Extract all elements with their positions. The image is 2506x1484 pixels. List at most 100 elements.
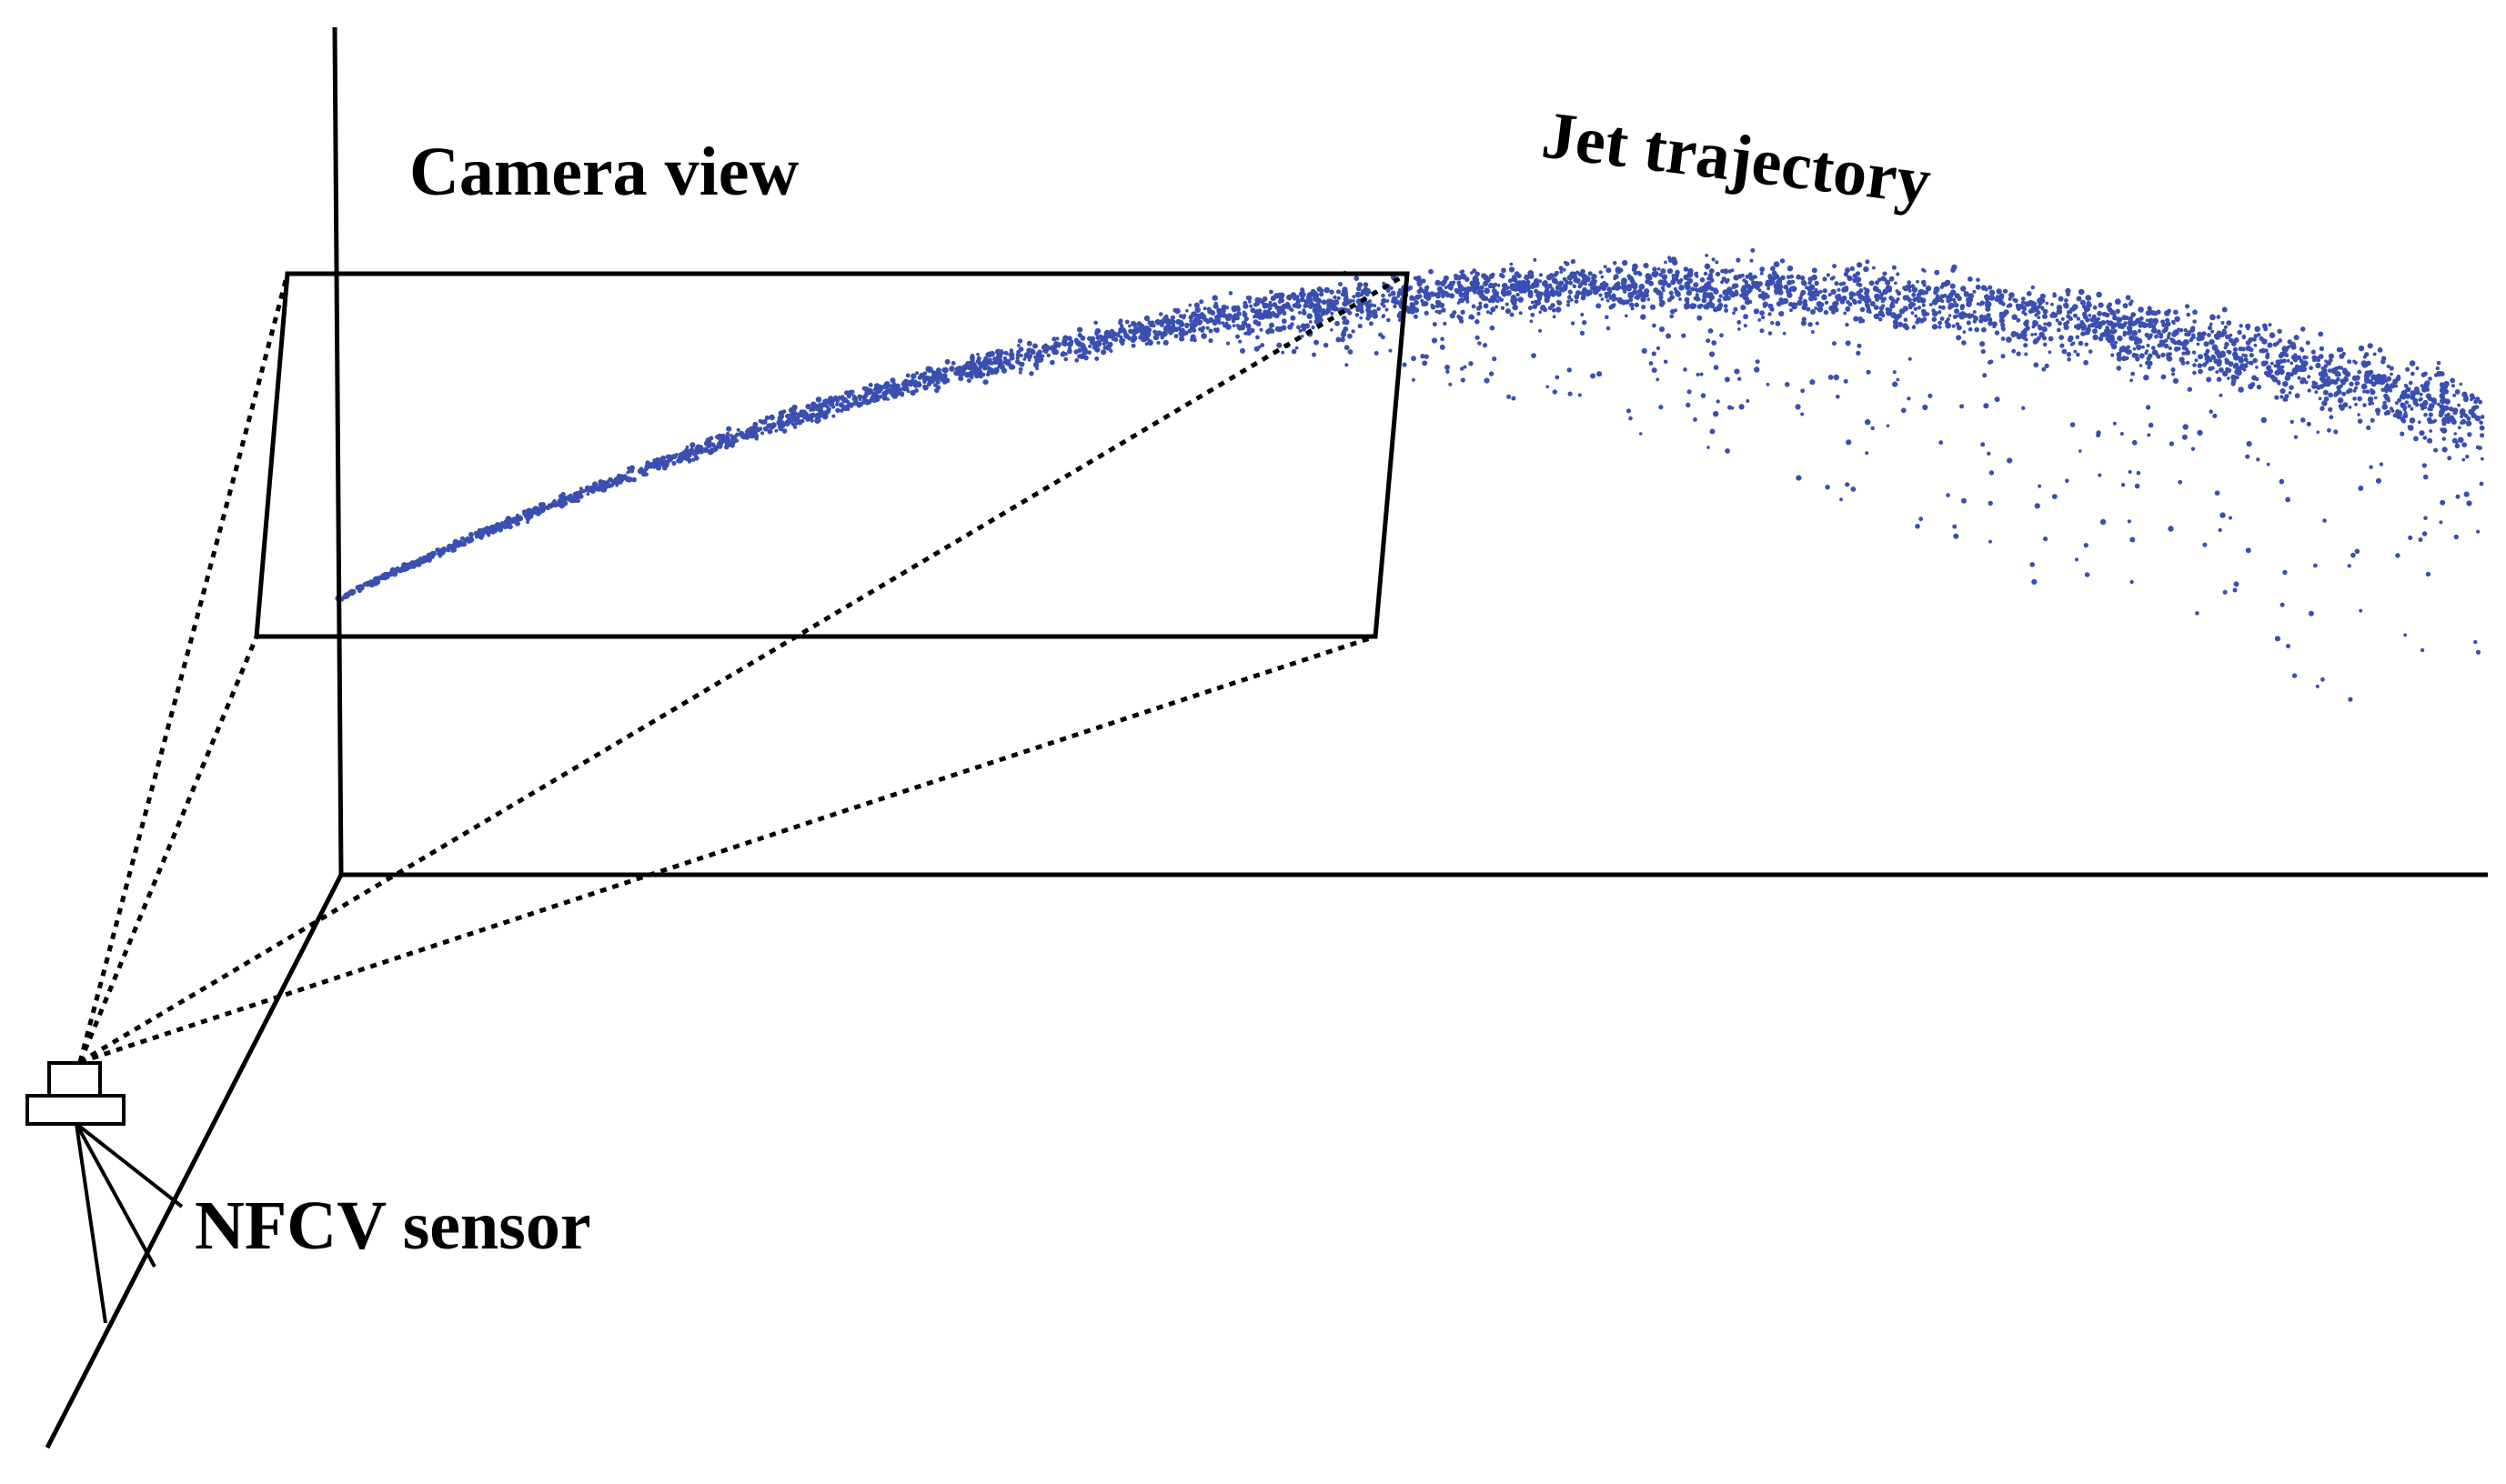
jet-droplet xyxy=(1366,302,1370,306)
jet-droplet xyxy=(2311,383,2317,389)
jet-droplet xyxy=(2441,446,2448,453)
jet-droplet xyxy=(1313,339,1319,346)
jet-droplet xyxy=(1646,276,1650,281)
jet-droplet xyxy=(1843,378,1848,384)
jet-droplet xyxy=(2041,366,2047,372)
jet-droplet xyxy=(725,432,730,436)
view-ray-bottom-right xyxy=(79,634,1376,1065)
jet-droplet xyxy=(2148,422,2154,428)
jet-droplet xyxy=(2304,380,2309,385)
jet-droplet xyxy=(538,506,542,511)
jet-droplet xyxy=(2197,363,2203,368)
jet-droplet xyxy=(770,422,777,428)
jet-droplet xyxy=(1092,341,1098,346)
jet-droplet xyxy=(1907,280,1912,286)
jet-droplet xyxy=(1904,325,1909,331)
jet-droplet xyxy=(1529,319,1534,324)
jet-droplet xyxy=(1152,334,1160,341)
jet-droplet xyxy=(1705,254,1709,257)
jet-droplet xyxy=(2358,486,2364,491)
jet-droplet xyxy=(1726,296,1732,301)
jet-droplet xyxy=(967,365,972,371)
jet-droplet xyxy=(2293,353,2298,357)
jet-droplet xyxy=(1552,389,1558,395)
jet-droplet xyxy=(2362,389,2367,394)
jet-droplet xyxy=(1172,326,1179,332)
jet-droplet xyxy=(1145,337,1151,342)
jet-droplet xyxy=(1590,373,1596,379)
jet-droplet xyxy=(930,378,936,384)
jet-droplet xyxy=(1566,367,1573,373)
jet-droplet xyxy=(2328,368,2332,373)
jet-droplet xyxy=(693,454,699,458)
jet-droplet xyxy=(815,415,821,421)
jet-droplet xyxy=(1847,276,1853,282)
jet-droplet xyxy=(2409,417,2416,424)
jet-droplet xyxy=(2266,462,2270,466)
jet-droplet xyxy=(499,521,506,528)
jet-droplet xyxy=(1957,312,1965,318)
jet-droplet xyxy=(1238,339,1243,344)
jet-droplet xyxy=(2203,341,2209,347)
jet-droplet xyxy=(1146,331,1152,336)
jet-droplet xyxy=(2167,356,2173,362)
jet-droplet xyxy=(1329,289,1334,295)
jet-droplet xyxy=(1301,289,1305,294)
jet-droplet xyxy=(1912,326,1916,329)
jet-droplet xyxy=(2073,349,2078,354)
jet-droplet xyxy=(800,418,805,424)
jet-droplet xyxy=(2410,406,2414,411)
jet-droplet xyxy=(1269,289,1273,295)
jet-droplet xyxy=(1199,320,1203,324)
jet-droplet xyxy=(458,540,463,546)
jet-droplet xyxy=(2343,377,2349,383)
jet-droplet xyxy=(1193,337,1197,343)
jet-droplet xyxy=(2246,441,2252,447)
jet-droplet xyxy=(2474,415,2481,422)
jet-droplet xyxy=(2209,409,2213,415)
jet-droplet xyxy=(1703,304,1709,310)
jet-droplet xyxy=(2252,336,2257,342)
jet-droplet xyxy=(2135,356,2140,362)
jet-droplet xyxy=(1610,303,1615,309)
jet-droplet xyxy=(953,370,960,376)
jet-droplet xyxy=(1940,305,1946,310)
jet-droplet xyxy=(1811,274,1817,281)
jet-droplet xyxy=(1728,290,1734,296)
jet-droplet xyxy=(1708,268,1715,274)
jet-droplet xyxy=(1294,296,1299,300)
jet-droplet xyxy=(1089,340,1094,346)
jet-droplet xyxy=(2360,383,2368,390)
jet-droplet xyxy=(2445,399,2451,405)
jet-droplet xyxy=(1273,293,1280,299)
jet-droplet xyxy=(1354,291,1362,298)
jet-droplet xyxy=(1033,362,1038,366)
jet-droplet xyxy=(2387,398,2391,403)
jet-droplet xyxy=(2195,611,2199,616)
jet-droplet xyxy=(1156,340,1161,346)
jet-droplet xyxy=(1528,293,1534,298)
jet-droplet xyxy=(838,402,843,407)
jet-droplet xyxy=(1077,347,1082,354)
jet-droplet xyxy=(1102,341,1107,346)
jet-droplet xyxy=(640,470,648,477)
jet-droplet xyxy=(1983,403,1989,409)
jet-droplet xyxy=(1520,286,1525,292)
jet-droplet xyxy=(1846,300,1850,305)
jet-droplet xyxy=(774,428,779,433)
jet-droplet xyxy=(921,375,926,379)
jet-droplet xyxy=(2097,316,2100,321)
jet-droplet xyxy=(1386,317,1391,323)
jet-droplet xyxy=(1062,335,1069,342)
jet-droplet xyxy=(409,564,415,569)
jet-droplet xyxy=(1334,320,1340,326)
jet-droplet xyxy=(1184,324,1190,329)
jet-droplet xyxy=(1767,312,1772,316)
jet-droplet xyxy=(685,445,689,449)
jet-droplet xyxy=(2148,317,2155,325)
jet-droplet xyxy=(2422,436,2428,440)
jet-droplet xyxy=(2433,447,2439,453)
jet-droplet xyxy=(1877,277,1882,283)
jet-droplet xyxy=(1281,318,1287,325)
jet-droplet xyxy=(2299,346,2304,352)
